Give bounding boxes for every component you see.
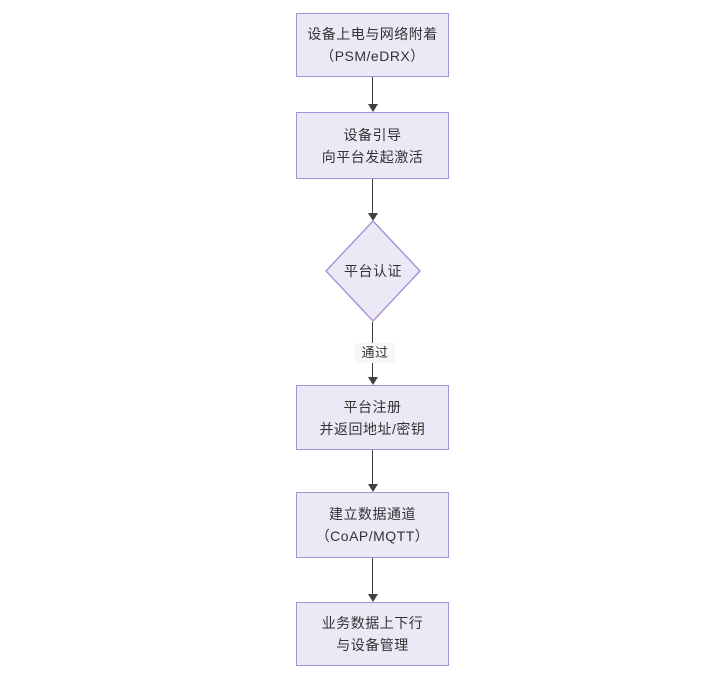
connector-n4-n5 bbox=[368, 450, 378, 492]
node-data-channel[interactable]: 建立数据通道 （CoAP/MQTT） bbox=[296, 492, 449, 558]
connector-n2-n3-line bbox=[372, 179, 373, 213]
node-device-bootstrap[interactable]: 设备引导 向平台发起激活 bbox=[296, 112, 449, 179]
connector-n5-n6-arrowhead bbox=[368, 594, 378, 602]
connector-n2-n3 bbox=[368, 179, 378, 221]
connector-n4-n5-arrowhead bbox=[368, 484, 378, 492]
edge-label-pass: 通过 bbox=[355, 343, 395, 363]
node-business-data-line1: 业务数据上下行 bbox=[321, 615, 424, 631]
node-business-data-line2: 与设备管理 bbox=[336, 637, 409, 653]
node-business-data[interactable]: 业务数据上下行 与设备管理 bbox=[296, 602, 449, 666]
node-platform-register-line1: 平台注册 bbox=[343, 398, 402, 415]
connector-n1-n2-line bbox=[372, 77, 373, 104]
node-device-power-on[interactable]: 设备上电与网络附着 （PSM/eDRX） bbox=[296, 13, 449, 77]
diamond-shape-icon bbox=[325, 220, 421, 322]
node-platform-auth-label: 平台认证 bbox=[344, 263, 402, 279]
connector-n3-n4-arrowhead bbox=[368, 377, 378, 385]
connector-n5-n6 bbox=[368, 558, 378, 602]
connector-n5-n6-line bbox=[372, 558, 373, 594]
connector-n1-n2-arrowhead bbox=[368, 104, 378, 112]
connector-n2-n3-arrowhead bbox=[368, 213, 378, 221]
node-device-power-on-line2: （PSM/eDRX） bbox=[320, 48, 425, 64]
node-platform-register-line2: 并返回地址/密钥 bbox=[319, 420, 426, 437]
node-platform-register[interactable]: 平台注册 并返回地址/密钥 bbox=[296, 385, 449, 450]
node-device-bootstrap-line2: 向平台发起激活 bbox=[321, 148, 424, 165]
node-platform-auth[interactable]: 平台认证 bbox=[325, 220, 421, 322]
node-device-bootstrap-line1: 设备引导 bbox=[343, 126, 402, 143]
node-device-power-on-line1: 设备上电与网络附着 bbox=[307, 26, 438, 42]
node-data-channel-line1: 建立数据通道 bbox=[329, 506, 416, 522]
connector-n1-n2 bbox=[368, 77, 378, 112]
connector-n4-n5-line bbox=[372, 450, 373, 484]
node-data-channel-line2: （CoAP/MQTT） bbox=[315, 528, 430, 544]
